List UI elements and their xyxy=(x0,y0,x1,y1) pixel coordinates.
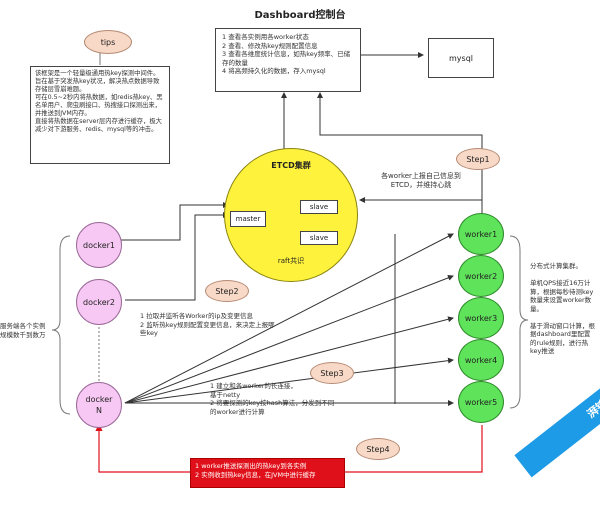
dashboard-info-box: 1 查看各实例用各worker状态 2 查看、修改热key规则配置信息 3 查看… xyxy=(215,28,361,92)
step2-badge: Step2 xyxy=(205,280,249,302)
docker-node-2: docker2 xyxy=(76,279,122,325)
step3-text: 1 建立和各worker的长连接， 基于netty 2 将要探测的key按has… xyxy=(210,382,335,416)
step1-badge: Step1 xyxy=(456,148,500,170)
tips-badge: tips xyxy=(84,30,132,54)
step4-badge: Step4 xyxy=(356,438,400,460)
worker-node-3: worker3 xyxy=(458,297,504,339)
worker-caption: 分布式计算集群。 单机QPS接近16万计算，根据每秒待测key数量来设置work… xyxy=(530,262,595,355)
tips-text-box: 该框架是一个轻量级通用热key探测中间件。 旨在基于突发热key状况，解决热点数… xyxy=(30,66,170,164)
step3-badge: Step3 xyxy=(310,362,354,384)
step4-text-box: 1 worker推送探测出的热key到各实例 2 实例收到热key信息，在JVM… xyxy=(190,458,345,488)
worker-node-5: worker5 xyxy=(458,381,504,423)
worker-node-2: worker2 xyxy=(458,255,504,297)
etcd-raft-label: raft共识 xyxy=(277,257,305,265)
docker-caption: 服务端各个实例 规模数千到数万 xyxy=(0,322,46,339)
step2-text: 1 拉取并监听各Worker的ip及变更信息 2 监听热key规则配置变更信息，… xyxy=(140,312,275,337)
etcd-title: ETCD集群 xyxy=(271,161,311,170)
etcd-slave-box-2: slave xyxy=(300,231,338,245)
worker-node-4: worker4 xyxy=(458,339,504,381)
docker-node-n: docker N xyxy=(76,382,122,428)
docker-node-1: docker1 xyxy=(76,222,122,268)
page-title: Dashboard控制台 xyxy=(254,10,346,21)
step1-text: 各worker上报自己信息到 ETCD，并维持心跳 xyxy=(381,172,461,189)
etcd-master-box: master xyxy=(230,211,266,227)
mysql-box: mysql xyxy=(428,38,494,78)
worker-node-1: worker1 xyxy=(458,213,504,255)
etcd-slave-box-1: slave xyxy=(300,200,338,214)
